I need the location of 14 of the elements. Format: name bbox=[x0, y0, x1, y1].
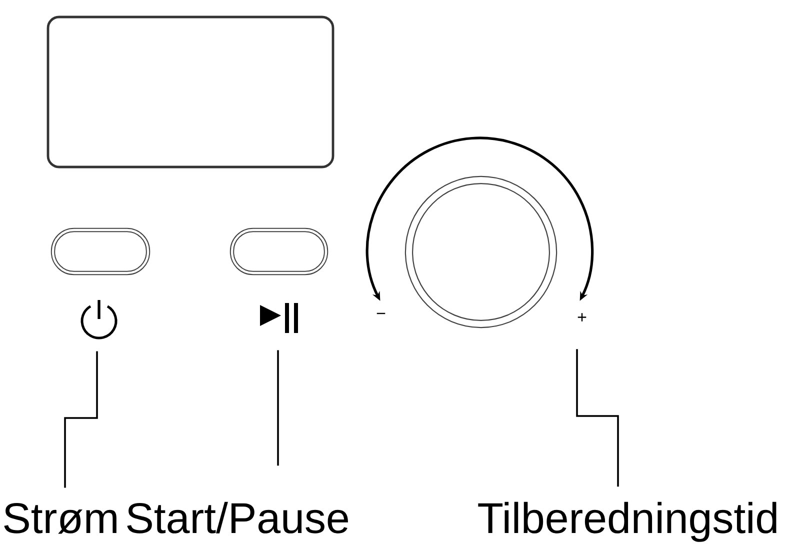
power-button bbox=[50, 228, 150, 276]
play-pause-icon bbox=[260, 303, 298, 333]
part-label: Strøm bbox=[4, 502, 116, 534]
power-icon bbox=[80, 300, 118, 340]
display-screen bbox=[46, 16, 334, 168]
start-pause-button bbox=[230, 228, 328, 276]
part-label: Tilberedningstid bbox=[478, 502, 776, 542]
plus-sign: + bbox=[578, 313, 586, 322]
dial-knob bbox=[404, 176, 558, 328]
minus-sign: − bbox=[376, 312, 386, 314]
leader-line bbox=[277, 350, 279, 466]
leader-line bbox=[64, 351, 98, 488]
part-label: Start/Pause bbox=[127, 502, 348, 534]
leader-line bbox=[576, 349, 619, 487]
